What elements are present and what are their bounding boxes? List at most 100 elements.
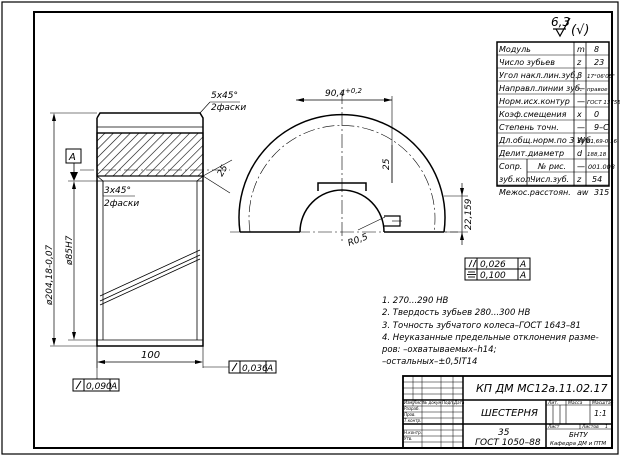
svg-text:Масса: Масса — [568, 400, 583, 406]
scale-value: 1:1 — [594, 409, 607, 418]
svg-text:0,090: 0,090 — [86, 382, 112, 392]
datum-label: A — [68, 152, 76, 163]
material-standard: ГОСТ 1050–88 — [475, 438, 541, 448]
inner-frame — [33, 11, 613, 449]
keyway-depth-label: 25 — [382, 158, 392, 170]
param-name: зуб.кол. — [499, 175, 533, 184]
tol-symmetry: 0,100 — [480, 271, 506, 281]
chamfer-top-note: 2фаски — [211, 103, 246, 113]
keyway-view: 90,4 +0,2 25 R0,5 22,159 0,026 A 0,100 — [230, 87, 531, 281]
keyway-width-label: 90,4 — [325, 89, 345, 99]
surface-finish-mark: (√) — [571, 23, 589, 38]
tol-parallel: 0,026 — [480, 260, 506, 270]
bore-diameter-label: ø85H7 — [65, 235, 75, 266]
param-value: 9–С — [594, 123, 609, 132]
param-symbol: — — [577, 162, 585, 171]
length-label: 100 — [141, 350, 160, 361]
param-name: Коэф.смещения — [499, 110, 567, 119]
note-4: 4. Неуказанные предельные отклонения раз… — [382, 333, 599, 343]
param-symbol: d — [577, 149, 583, 158]
param-symbol: x — [576, 110, 582, 119]
svg-text:Т.контр.: Т.контр. — [404, 418, 421, 423]
svg-text:A: A — [519, 260, 526, 270]
param-subname: № рис. — [537, 162, 566, 171]
param-value: 001.008 — [588, 163, 615, 171]
param-symbol: m — [577, 45, 585, 54]
param-subname: Числ.зуб. — [530, 175, 569, 184]
svg-text:Подп.: Подп. — [442, 400, 454, 405]
param-value: 188,18 — [587, 152, 607, 158]
param-value: ГОСТ 13755–81 — [587, 100, 620, 106]
runout-left-frame: 0,090 A — [72, 346, 120, 392]
svg-text:Н.контр.: Н.контр. — [404, 430, 422, 435]
svg-text:Утв.: Утв. — [404, 436, 412, 441]
org-department: Кафедра ДМ и ПТМ — [550, 441, 606, 447]
svg-text:№ докум.: № докум. — [422, 400, 443, 405]
param-symbol: — — [577, 97, 585, 106]
surface-finish-symbol: 6,3 (√) — [551, 15, 589, 38]
param-name: Модуль — [499, 45, 531, 54]
material-grade: 35 — [498, 428, 510, 438]
param-value: 54 — [592, 175, 602, 184]
param-name: Направл.линии зуб. — [499, 84, 582, 93]
title-block: Изм.Лист № докум. Подп. Дата Разраб. Про… — [402, 375, 614, 449]
param-value: 8 — [594, 45, 599, 54]
param-name: Дл.общ.норм.по 3 зуб. — [498, 136, 593, 145]
note-3: 3. Точность зубчатого колеса–ГОСТ 1643–8… — [382, 321, 581, 331]
param-name: Угол накл.лин.зуб. — [499, 71, 578, 80]
tolerance-frames: 0,026 A 0,100 A — [464, 257, 531, 281]
param-value: 17°06'05" — [587, 74, 615, 80]
param-name: Сопр. — [499, 162, 522, 171]
org-name: БНТУ — [569, 431, 588, 439]
param-value: 315 — [594, 188, 609, 197]
chamfer-mid-label: 3x45° — [104, 186, 131, 196]
param-value: правое — [587, 87, 608, 93]
param-value: 0 — [594, 110, 599, 119]
technical-notes: 1. 270...290 НВ 2. Твердость зубьев 280.… — [381, 296, 599, 367]
gear-section-view: 25 — [80, 112, 233, 347]
param-name: Норм.исх.контур — [499, 97, 570, 106]
note-2: 2. Твердость зубьев 280...300 НВ — [382, 308, 530, 318]
param-value: 23 — [594, 58, 604, 67]
document-number: КП ДМ МС12а.11.02.17 — [476, 382, 608, 395]
param-name: Межос.расстоян. — [499, 188, 571, 197]
datum-box — [65, 148, 82, 164]
param-symbol: z — [576, 58, 582, 67]
keyway-tol-label: +0,2 — [345, 87, 363, 95]
svg-text:Дата: Дата — [453, 400, 465, 405]
left-dimensions: ø204,18-0,07 ø85H7 A 100 5x45° 2фаски 3x… — [45, 91, 277, 392]
part-name: ШЕСТЕРНЯ — [481, 408, 538, 419]
svg-text:Изм.Лист: Изм.Лист — [404, 400, 424, 405]
svg-text:A: A — [519, 271, 526, 281]
note-1: 1. 270...290 НВ — [382, 296, 448, 306]
param-symbol: β — [576, 71, 582, 80]
svg-text:Листов: Листов — [581, 424, 599, 430]
param-name: Делит.диаметр — [498, 149, 564, 158]
chamfer-mid-note: 2фаски — [104, 199, 139, 209]
height-label: 22,159 — [464, 198, 474, 230]
chamfer-top-label: 5x45° — [211, 91, 238, 101]
svg-text:Лит.: Лит. — [547, 400, 558, 406]
note-6: –остальных–±0,5IT14 — [382, 357, 477, 367]
note-5: ров: –охватываемых–h14; — [381, 345, 497, 355]
param-symbol: aw — [577, 188, 589, 197]
param-value: 61,69-0,16 — [587, 139, 617, 145]
svg-text:Разраб.: Разраб. — [404, 406, 420, 411]
svg-text:0,036: 0,036 — [242, 364, 268, 374]
param-symbol: W — [577, 136, 586, 145]
outer-diameter-label: ø204,18-0,07 — [45, 244, 55, 306]
runout-right-frame: 0,036 A — [203, 360, 277, 374]
svg-text:1: 1 — [605, 424, 608, 430]
param-symbol: z — [576, 175, 582, 184]
svg-text:A: A — [266, 364, 273, 374]
param-symbol: — — [577, 84, 585, 93]
svg-text:A: A — [110, 382, 117, 392]
svg-text:Масштаб: Масштаб — [592, 400, 614, 406]
param-name: Степень точн. — [499, 123, 559, 132]
angle-label: 25 — [216, 163, 231, 178]
svg-text:Пров.: Пров. — [404, 412, 416, 417]
svg-text:Лист: Лист — [547, 424, 560, 430]
